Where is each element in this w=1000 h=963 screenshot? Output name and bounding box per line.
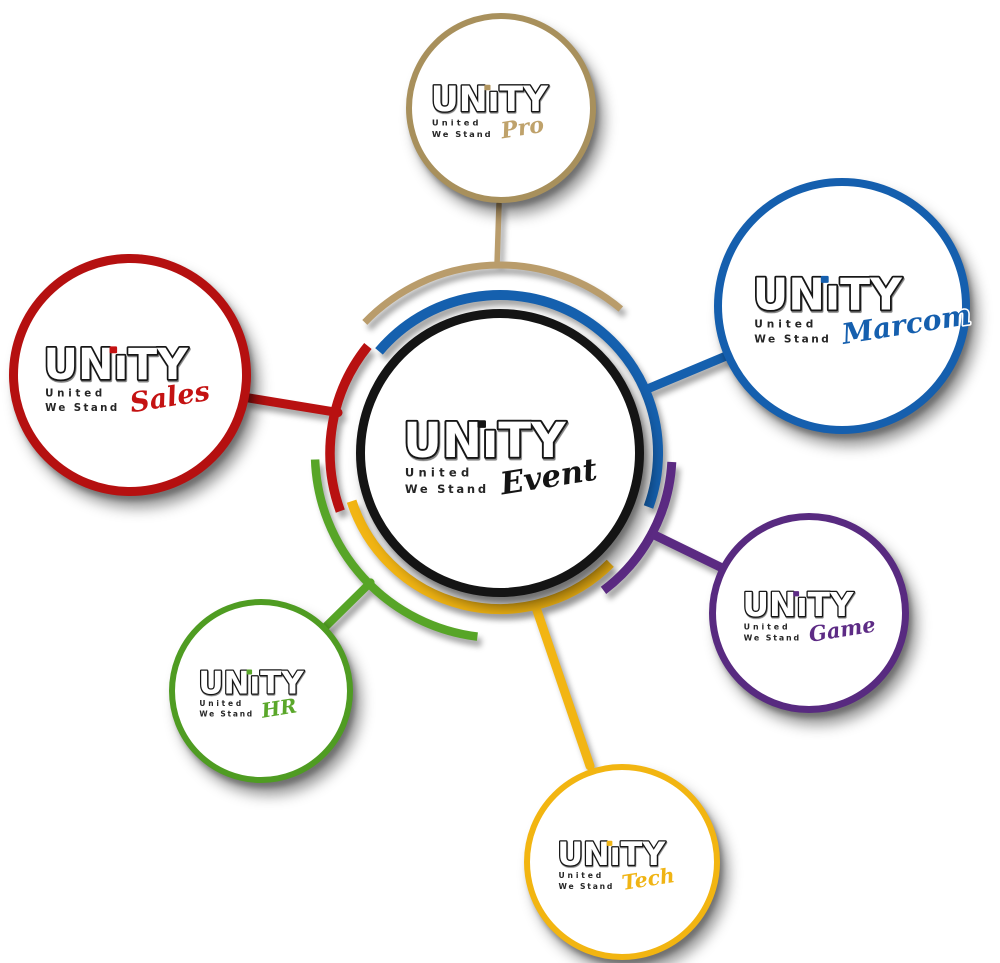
i-dot bbox=[109, 346, 118, 354]
tagline-united: United bbox=[744, 622, 791, 631]
node-unity-tech: UNıTY United We Stand Tech bbox=[524, 764, 720, 960]
tagline-united: United bbox=[754, 319, 817, 331]
unity-wordmark: UNıTY bbox=[431, 80, 549, 120]
connector-line-pro bbox=[494, 201, 502, 268]
i-dot bbox=[606, 840, 613, 846]
node-unity-pro: UNıTY United We Stand Pro bbox=[406, 13, 596, 203]
tagline-united: United bbox=[432, 117, 482, 127]
i-dot bbox=[484, 84, 491, 91]
unity-wordmark: UNıTY bbox=[557, 837, 666, 873]
node-unity-marcom: UNıTY United We Stand Marcom bbox=[714, 178, 975, 434]
i-dot bbox=[793, 590, 800, 597]
unity-pro-logo: UNıTY United We Stand Pro bbox=[429, 79, 550, 146]
unity-wordmark: UNıTY bbox=[198, 666, 304, 702]
tagline-we-stand: We Stand bbox=[432, 129, 493, 139]
unity-hr-logo: UNıTY United We Stand HR bbox=[197, 665, 305, 725]
hub-arc-pro bbox=[362, 261, 624, 325]
hub-arc-game bbox=[600, 461, 677, 594]
tagline-we-stand: We Stand bbox=[754, 334, 831, 346]
connector-line-sales bbox=[244, 393, 343, 418]
node-unity-hr: UNıTY United We Stand HR bbox=[169, 599, 353, 783]
connector-line-marcom bbox=[640, 352, 729, 395]
node-unity-event: UNıTY United We Stand Event bbox=[356, 309, 644, 597]
tagline-united: United bbox=[45, 388, 106, 399]
connector-line-hr bbox=[322, 578, 375, 631]
connector-line-tech bbox=[530, 600, 595, 771]
hub-arc-tech bbox=[346, 499, 614, 615]
hub-arc-hr bbox=[310, 459, 478, 641]
tagline-we-stand: We Stand bbox=[559, 882, 615, 891]
unity-wordmark: UNıTY bbox=[753, 270, 903, 321]
unity-game-logo: UNıTY United We Stand Game bbox=[741, 585, 878, 648]
tagline-united: United bbox=[404, 466, 473, 480]
hub-arc-marcom bbox=[375, 290, 663, 509]
unity-marcom-logo: UNıTY United We Stand Marcom bbox=[751, 268, 975, 353]
tagline-united: United bbox=[559, 871, 605, 880]
tagline-we-stand: We Stand bbox=[744, 633, 801, 642]
tagline-we-stand: We Stand bbox=[45, 403, 120, 414]
tagline-united: United bbox=[199, 700, 244, 709]
unity-tech-logo: UNıTY United We Stand Tech bbox=[556, 836, 677, 896]
node-unity-game: UNıTY United We Stand Game bbox=[709, 513, 909, 713]
i-dot bbox=[820, 276, 829, 284]
i-dot bbox=[246, 669, 252, 675]
brand-script-hr: HR bbox=[258, 694, 298, 723]
tagline-we-stand: We Stand bbox=[199, 710, 253, 719]
connector-line-game bbox=[647, 529, 725, 572]
unity-wordmark: UNıTY bbox=[743, 586, 854, 624]
unity-event-logo: UNıTY United We Stand Event bbox=[401, 412, 601, 504]
hub-arc-sales bbox=[325, 343, 372, 513]
unity-wordmark: UNıTY bbox=[403, 414, 567, 469]
unity-sales-logo: UNıTY United We Stand Sales bbox=[42, 339, 214, 420]
tagline-we-stand: We Stand bbox=[404, 482, 488, 496]
unity-wordmark: UNıTY bbox=[44, 341, 190, 390]
node-unity-sales: UNıTY United We Stand Sales bbox=[9, 254, 251, 496]
i-dot bbox=[476, 420, 486, 429]
